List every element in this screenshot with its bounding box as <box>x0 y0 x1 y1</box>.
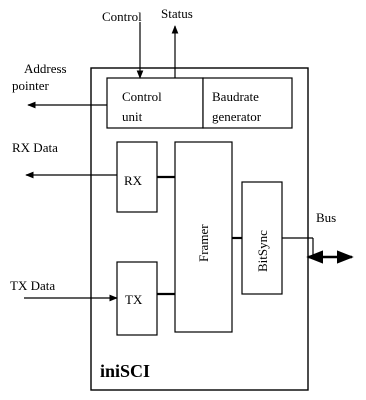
control-unit-label-line1: Control <box>122 89 162 104</box>
baudrate-label-line2: generator <box>212 109 262 124</box>
framer-label: Framer <box>196 224 211 262</box>
rx-data-label: RX Data <box>12 140 58 155</box>
bitsync-label: BitSync <box>255 230 270 272</box>
baudrate-label-line1: Baudrate <box>212 89 259 104</box>
address-pointer-label-line2: pointer <box>12 78 49 93</box>
baudrate-generator-block <box>202 77 293 129</box>
bitsync-block <box>241 181 283 295</box>
tx-block <box>116 261 158 336</box>
address-pointer-label-line1: Address <box>24 61 67 76</box>
bus-label: Bus <box>316 210 336 225</box>
control-unit-label-line2: unit <box>122 109 143 124</box>
status-label: Status <box>161 6 193 21</box>
framer-block <box>174 141 233 333</box>
control-label: Control <box>102 9 142 24</box>
tx-data-label: TX Data <box>10 278 55 293</box>
tx-label: TX <box>125 292 143 307</box>
module-name-label: iniSCI <box>100 361 150 381</box>
control-unit-block <box>106 77 204 129</box>
rx-label: RX <box>124 173 143 188</box>
